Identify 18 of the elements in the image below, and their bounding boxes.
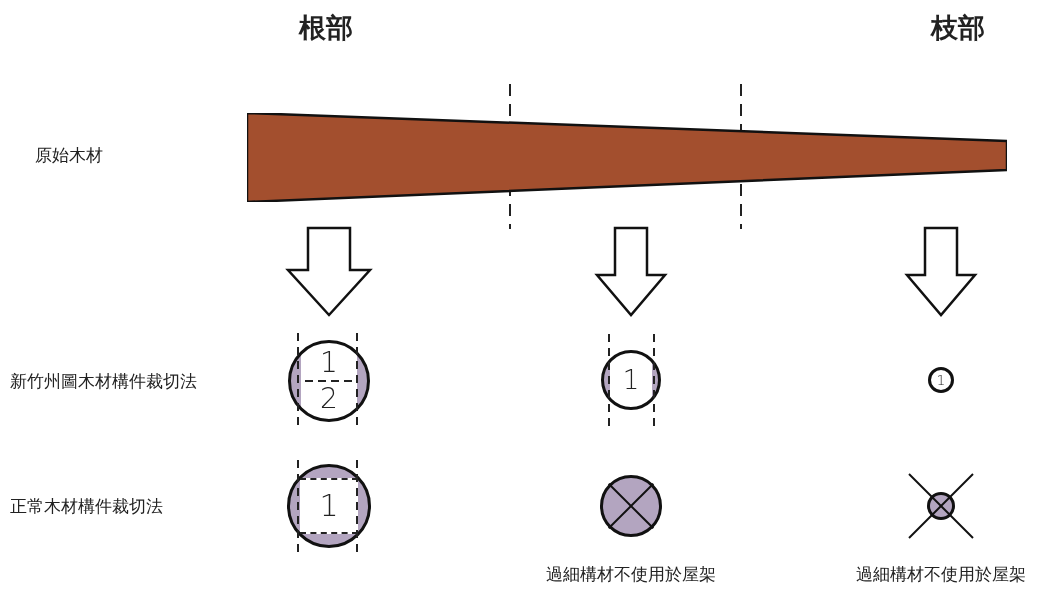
row-label: 正常木材構件裁切法 (10, 495, 163, 517)
row-label: 新竹州圖木材構件裁切法 (10, 370, 197, 392)
piece-number: 1 (319, 491, 339, 521)
column-heading: 枝部 (931, 11, 985, 45)
hollow-arrow (594, 226, 668, 317)
piece-number: 1 (936, 373, 946, 387)
note: 過細構材不使用於屋架 (856, 563, 1026, 586)
piece-number: 1 (320, 349, 338, 377)
note: 過細構材不使用於屋架 (546, 563, 716, 586)
log-section (601, 350, 661, 410)
row-label: 原始木材 (35, 144, 103, 166)
hollow-arrow (904, 226, 978, 317)
column-heading: 根部 (299, 11, 353, 45)
piece-number: 2 (320, 385, 338, 413)
piece-number: 1 (622, 367, 640, 393)
hollow-arrow (285, 226, 373, 317)
log-section (928, 367, 954, 393)
log-drawing (247, 113, 1007, 202)
